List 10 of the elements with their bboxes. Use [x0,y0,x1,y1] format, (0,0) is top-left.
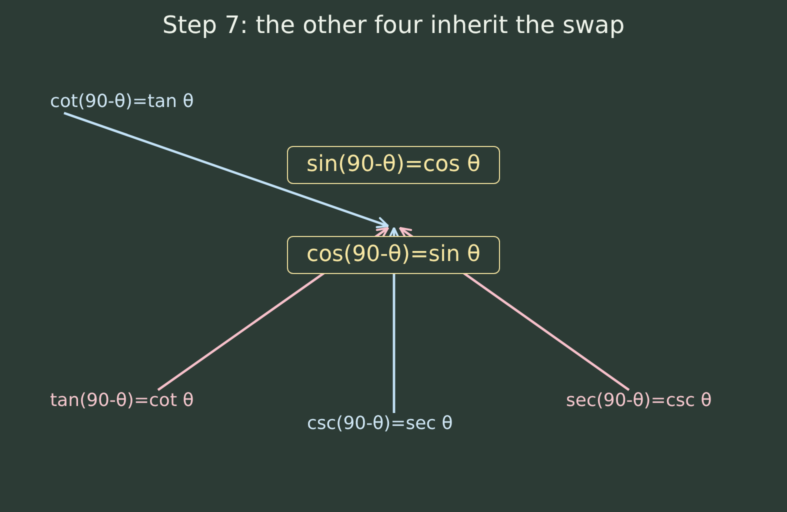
formula-label: tan(90-θ)=cot θ [50,390,194,412]
formula-text: cos(90-θ)=sin θ [306,242,480,268]
formula-label: cot(90-θ)=tan θ [50,91,194,113]
diagram-title: Step 7: the other four inherit the swap [162,10,625,40]
formula-text: sin(90-θ)=cos θ [306,152,480,178]
formula-label: sec(90-θ)=csc θ [566,390,712,412]
arrow [64,112,390,228]
formula-box [287,146,500,184]
formula-box [287,236,500,274]
formula-label: csc(90-θ)=sec θ [307,413,453,435]
